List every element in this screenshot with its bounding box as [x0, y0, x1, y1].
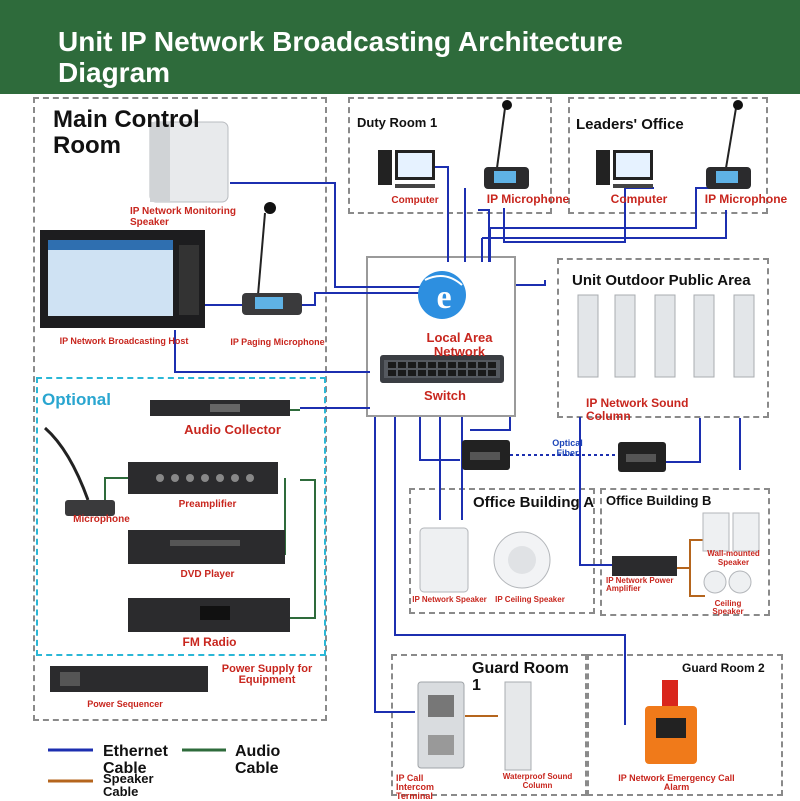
power-sequencer-label: Power Sequencer [87, 699, 163, 709]
paging-mic-label: IP Paging Microphone [230, 337, 325, 347]
wall-speaker-label: Wall-mounted Speaker [707, 549, 760, 567]
svg-text:e: e [436, 279, 451, 316]
power-supply-label: Power Supply for Equipment [221, 663, 313, 686]
duty-room-label: Duty Room 1 [357, 115, 438, 130]
microphone-label: Microphone [73, 514, 130, 525]
computer-2-label: Computer [610, 192, 668, 206]
fm-radio-label: FM Radio [182, 635, 237, 649]
guard-room-1-label: Guard Room 1 [472, 660, 569, 694]
office-a-label: Office Building A [473, 494, 595, 511]
outdoor-area-box [557, 258, 769, 418]
duty-room-box [348, 97, 552, 214]
ceiling-speaker-ip-label: IP Ceiling Speaker [495, 595, 565, 604]
optical-fiber-label: Optical Fiber [552, 438, 583, 458]
leaders-office-box [568, 97, 768, 214]
optional-box [36, 377, 326, 656]
optional-label: Optional [42, 390, 111, 409]
ip-mic-1-label: IP Microphone [486, 192, 570, 206]
guard-room-2-label: Guard Room 2 [682, 661, 765, 675]
emergency-alarm-label: IP Network Emergency Call Alarm [618, 773, 735, 792]
ethernet-legend-label: Ethernet Cable [103, 743, 168, 777]
ethernet-cables [174, 166, 741, 725]
preamplifier-label: Preamplifier [178, 499, 237, 510]
ceiling-speaker-label: Ceiling Speaker [712, 599, 744, 616]
ip-mic-2-label: IP Microphone [704, 192, 788, 206]
lan-label: Local Area Network [426, 330, 493, 359]
office-a-box [409, 488, 595, 614]
dvd-player-label: DVD Player [180, 569, 235, 580]
office-b-box [600, 488, 770, 616]
title-banner [0, 0, 800, 94]
intercom-label: IP Call Intercom Terminal [396, 773, 435, 801]
main-control-room-label: Main Control Room [53, 106, 200, 159]
power-amp-label: IP Network Power Amplifier [606, 576, 674, 593]
diagram-title: Unit IP Network Broadcasting Architectur… [58, 26, 623, 88]
speaker-cables [465, 539, 705, 717]
guard-room-2-box [587, 654, 783, 796]
office-b-label: Office Building B [606, 493, 712, 508]
leaders-office-label: Leaders' Office [576, 116, 684, 133]
switch-label: Switch [424, 388, 466, 403]
sound-column-label: IP Network Sound Column [586, 396, 689, 423]
guard-room-1-box [391, 654, 587, 796]
audio-legend-label: Audio Cable [235, 743, 281, 777]
speaker-legend-label: Speaker Cable [103, 771, 154, 799]
broadcasting-host-label: IP Network Broadcasting Host [59, 336, 189, 346]
computer-1-label: Computer [391, 195, 439, 206]
outdoor-area-label: Unit Outdoor Public Area [572, 272, 751, 289]
ip-speaker-label: IP Network Speaker [412, 595, 487, 604]
audio-collector-label: Audio Collector [184, 422, 281, 437]
switch-box [366, 256, 516, 417]
monitoring-speaker-label: IP Network Monitoring Speaker [130, 206, 236, 228]
waterproof-column-label: Waterproof Sound Column [502, 772, 573, 790]
